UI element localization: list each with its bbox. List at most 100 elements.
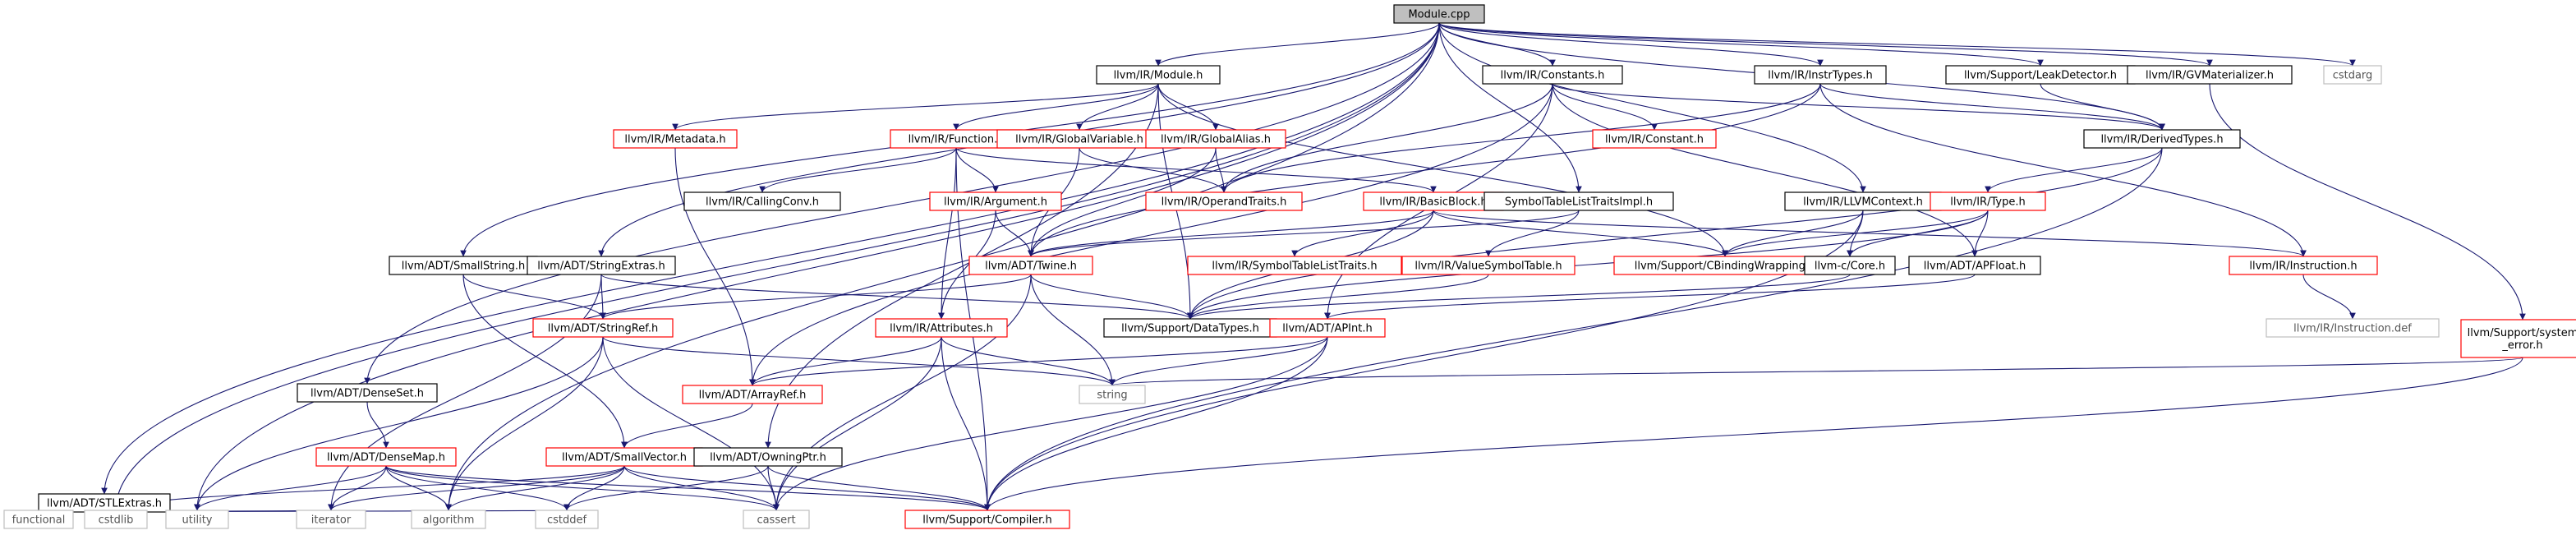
edge-adt_smallvector-to-iterator (328, 465, 625, 511)
node-adt_denseset[interactable]: llvm/ADT/DenseSet.h (297, 383, 438, 403)
node-datatypes[interactable]: llvm/Support/DataTypes.h (1103, 318, 1277, 338)
edge-ir_constants-to-ir_derivedtypes (1552, 83, 2165, 131)
edge-ir_type-to-datatypes (1187, 210, 1989, 320)
node-adt_stringextras[interactable]: llvm/ADT/StringExtras.h (527, 256, 676, 275)
node-label: llvm/ADT/DenseMap.h (327, 452, 445, 464)
node-box (613, 129, 738, 149)
node-ir_module[interactable]: llvm/IR/Module.h (1096, 65, 1221, 85)
edge-ir_llvmcontext-to-compiler (984, 210, 1864, 511)
node-box (2229, 256, 2378, 275)
node-gvmaterializer[interactable]: llvm/IR/GVMaterializer.h (2127, 65, 2293, 85)
node-label: llvm-c/Core.h (1815, 261, 1885, 273)
node-ir_callingconv[interactable]: llvm/IR/CallingConv.h (683, 191, 841, 211)
node-llvmc_core[interactable]: llvm-c/Core.h (1804, 256, 1896, 275)
edge-leakdetector-to-ir_derivedtypes (2040, 83, 2165, 131)
node-iterator[interactable]: iterator (296, 510, 366, 529)
edge-adt_smallvector-to-algorithm (445, 465, 625, 511)
node-label: llvm/Support/DataTypes.h (1121, 323, 1259, 335)
node-ir_llvmcontext[interactable]: llvm/IR/LLVMContext.h (1784, 191, 1942, 211)
node-label: cstddef (547, 514, 587, 527)
node-ir_globalalias[interactable]: llvm/IR/GlobalAlias.h (1145, 129, 1286, 149)
edge-ir_type-to-cbindingwrapping (1722, 210, 1989, 257)
edge-ir_function-to-ir_callingconv (759, 147, 957, 193)
node-adt_twine[interactable]: llvm/ADT/Twine.h (968, 256, 1093, 275)
edge-ir_instrtypes-to-adt_twine (1028, 83, 1821, 257)
edge-adt_stringref-to-string (602, 336, 1116, 386)
node-symtabtraits[interactable]: SymbolTableListTraitsImpl.h (1484, 191, 1674, 211)
node-cstdlib[interactable]: cstdlib (84, 510, 148, 529)
node-ir_function[interactable]: llvm/IR/Function.h (890, 129, 1023, 149)
node-ir_valuesymboltable[interactable]: llvm/IR/ValueSymbolTable.h (1401, 256, 1576, 275)
node-box (1079, 385, 1146, 404)
edge-adt_stringextras-to-iterator (328, 274, 602, 511)
node-box (929, 191, 1062, 211)
node-cbindingwrapping[interactable]: llvm/Support/CBindingWrapping.h (1613, 256, 1837, 275)
edge-module_cpp-to-ir_module (1155, 22, 1440, 67)
node-ir_metadata[interactable]: llvm/IR/Metadata.h (613, 129, 738, 149)
node-ir_type[interactable]: llvm/IR/Type.h (1930, 191, 2046, 211)
node-cassert[interactable]: cassert (743, 510, 810, 529)
edge-ir_basicblock-to-ir_symtablelisttraits (1291, 210, 1434, 257)
node-box (165, 510, 229, 529)
node-adt_smallvector[interactable]: llvm/ADT/SmallVector.h (545, 447, 703, 467)
node-label: iterator (311, 514, 352, 527)
node-cstdarg[interactable]: cstdarg (2323, 65, 2382, 85)
node-box (296, 510, 366, 529)
node-ir_constants[interactable]: llvm/IR/Constants.h (1482, 65, 1623, 85)
node-compiler[interactable]: llvm/Support/Compiler.h (904, 510, 1070, 529)
node-functional[interactable]: functional (3, 510, 74, 529)
node-label: llvm/IR/Metadata.h (624, 134, 725, 146)
node-box (693, 447, 843, 467)
node-adt_stlextras[interactable]: llvm/ADT/STLExtras.h (38, 493, 171, 513)
node-label: llvm/IR/Type.h (1950, 196, 2025, 209)
node-box (1930, 191, 2046, 211)
node-ir_instruction[interactable]: llvm/IR/Instruction.h (2229, 256, 2378, 275)
node-utility[interactable]: utility (165, 510, 229, 529)
node-adt_owningptr[interactable]: llvm/ADT/OwningPtr.h (693, 447, 843, 467)
node-ir_argument[interactable]: llvm/IR/Argument.h (929, 191, 1062, 211)
edge-ir_basicblock-to-adt_twine (1028, 210, 1434, 257)
nodes-layer: Module.cpp cstdarg llvm/IR/Module.h llvm/IR… (3, 4, 2576, 529)
edge-adt_apint-to-compiler (984, 336, 1328, 511)
node-box (1592, 129, 1717, 149)
node-string[interactable]: string (1079, 385, 1146, 404)
node-ir_basicblock[interactable]: llvm/IR/BasicBlock.h (1363, 191, 1504, 211)
node-ir_attributes[interactable]: llvm/IR/Attributes.h (875, 318, 1008, 338)
edge-llvmc_core-to-datatypes (1187, 274, 1851, 320)
node-adt_stringref[interactable]: llvm/ADT/StringRef.h (532, 318, 674, 338)
node-adt_apint[interactable]: llvm/ADT/APInt.h (1269, 318, 1386, 338)
node-cstddef[interactable]: cstddef (535, 510, 599, 529)
node-box (683, 191, 841, 211)
node-leakdetector[interactable]: llvm/Support/LeakDetector.h (1945, 65, 2136, 85)
node-label: llvm/IR/Constant.h (1605, 134, 1704, 146)
node-system_error[interactable]: llvm/Support/system_error.h (2460, 319, 2576, 358)
node-adt_apfloat[interactable]: llvm/ADT/APFloat.h (1908, 256, 2041, 275)
node-ir_symtablelisttraits[interactable]: llvm/IR/SymbolTableListTraits.h (1187, 256, 1402, 275)
edge-ir_argument-to-ir_attributes (938, 210, 996, 320)
node-ir_instrtypes[interactable]: llvm/IR/InstrTypes.h (1754, 65, 1887, 85)
edge-ir_function-to-ir_argument (955, 147, 999, 193)
node-ir_operandtraits[interactable]: llvm/IR/OperandTraits.h (1145, 191, 1303, 211)
edge-adt_twine-to-string (1030, 274, 1116, 386)
node-label: llvm/ADT/SmallVector.h (562, 452, 687, 464)
edge-adt_denseset-to-adt_densemap (366, 401, 389, 449)
node-ir_constant[interactable]: llvm/IR/Constant.h (1592, 129, 1717, 149)
node-module_cpp[interactable]: Module.cpp (1393, 4, 1485, 24)
edge-module_cpp-to-utility (194, 22, 1440, 511)
node-label: llvm/IR/GVMaterializer.h (2146, 70, 2274, 82)
edge-module_cpp-to-ir_llvmcontext (1438, 22, 1866, 193)
edge-ir_globalalias-to-adt_twine (1028, 147, 1217, 257)
node-adt_densemap[interactable]: llvm/ADT/DenseMap.h (315, 447, 457, 467)
node-ir_instruction_def[interactable]: llvm/IR/Instruction.def (2266, 318, 2440, 338)
node-algorithm[interactable]: algorithm (411, 510, 486, 529)
node-box (3, 510, 74, 529)
edge-ir_constants-to-ir_constant (1552, 83, 1658, 131)
node-ir_globalvariable[interactable]: llvm/IR/GlobalVariable.h (996, 129, 1162, 149)
edge-module_cpp-to-ir_instrtypes (1438, 22, 1824, 67)
node-ir_derivedtypes[interactable]: llvm/IR/DerivedTypes.h (2083, 129, 2241, 149)
node-box (743, 510, 810, 529)
edge-adt_stringref-to-utility (194, 336, 604, 511)
node-adt_smallstring[interactable]: llvm/ADT/SmallString.h (389, 256, 538, 275)
node-adt_arrayref[interactable]: llvm/ADT/ArrayRef.h (682, 385, 823, 404)
